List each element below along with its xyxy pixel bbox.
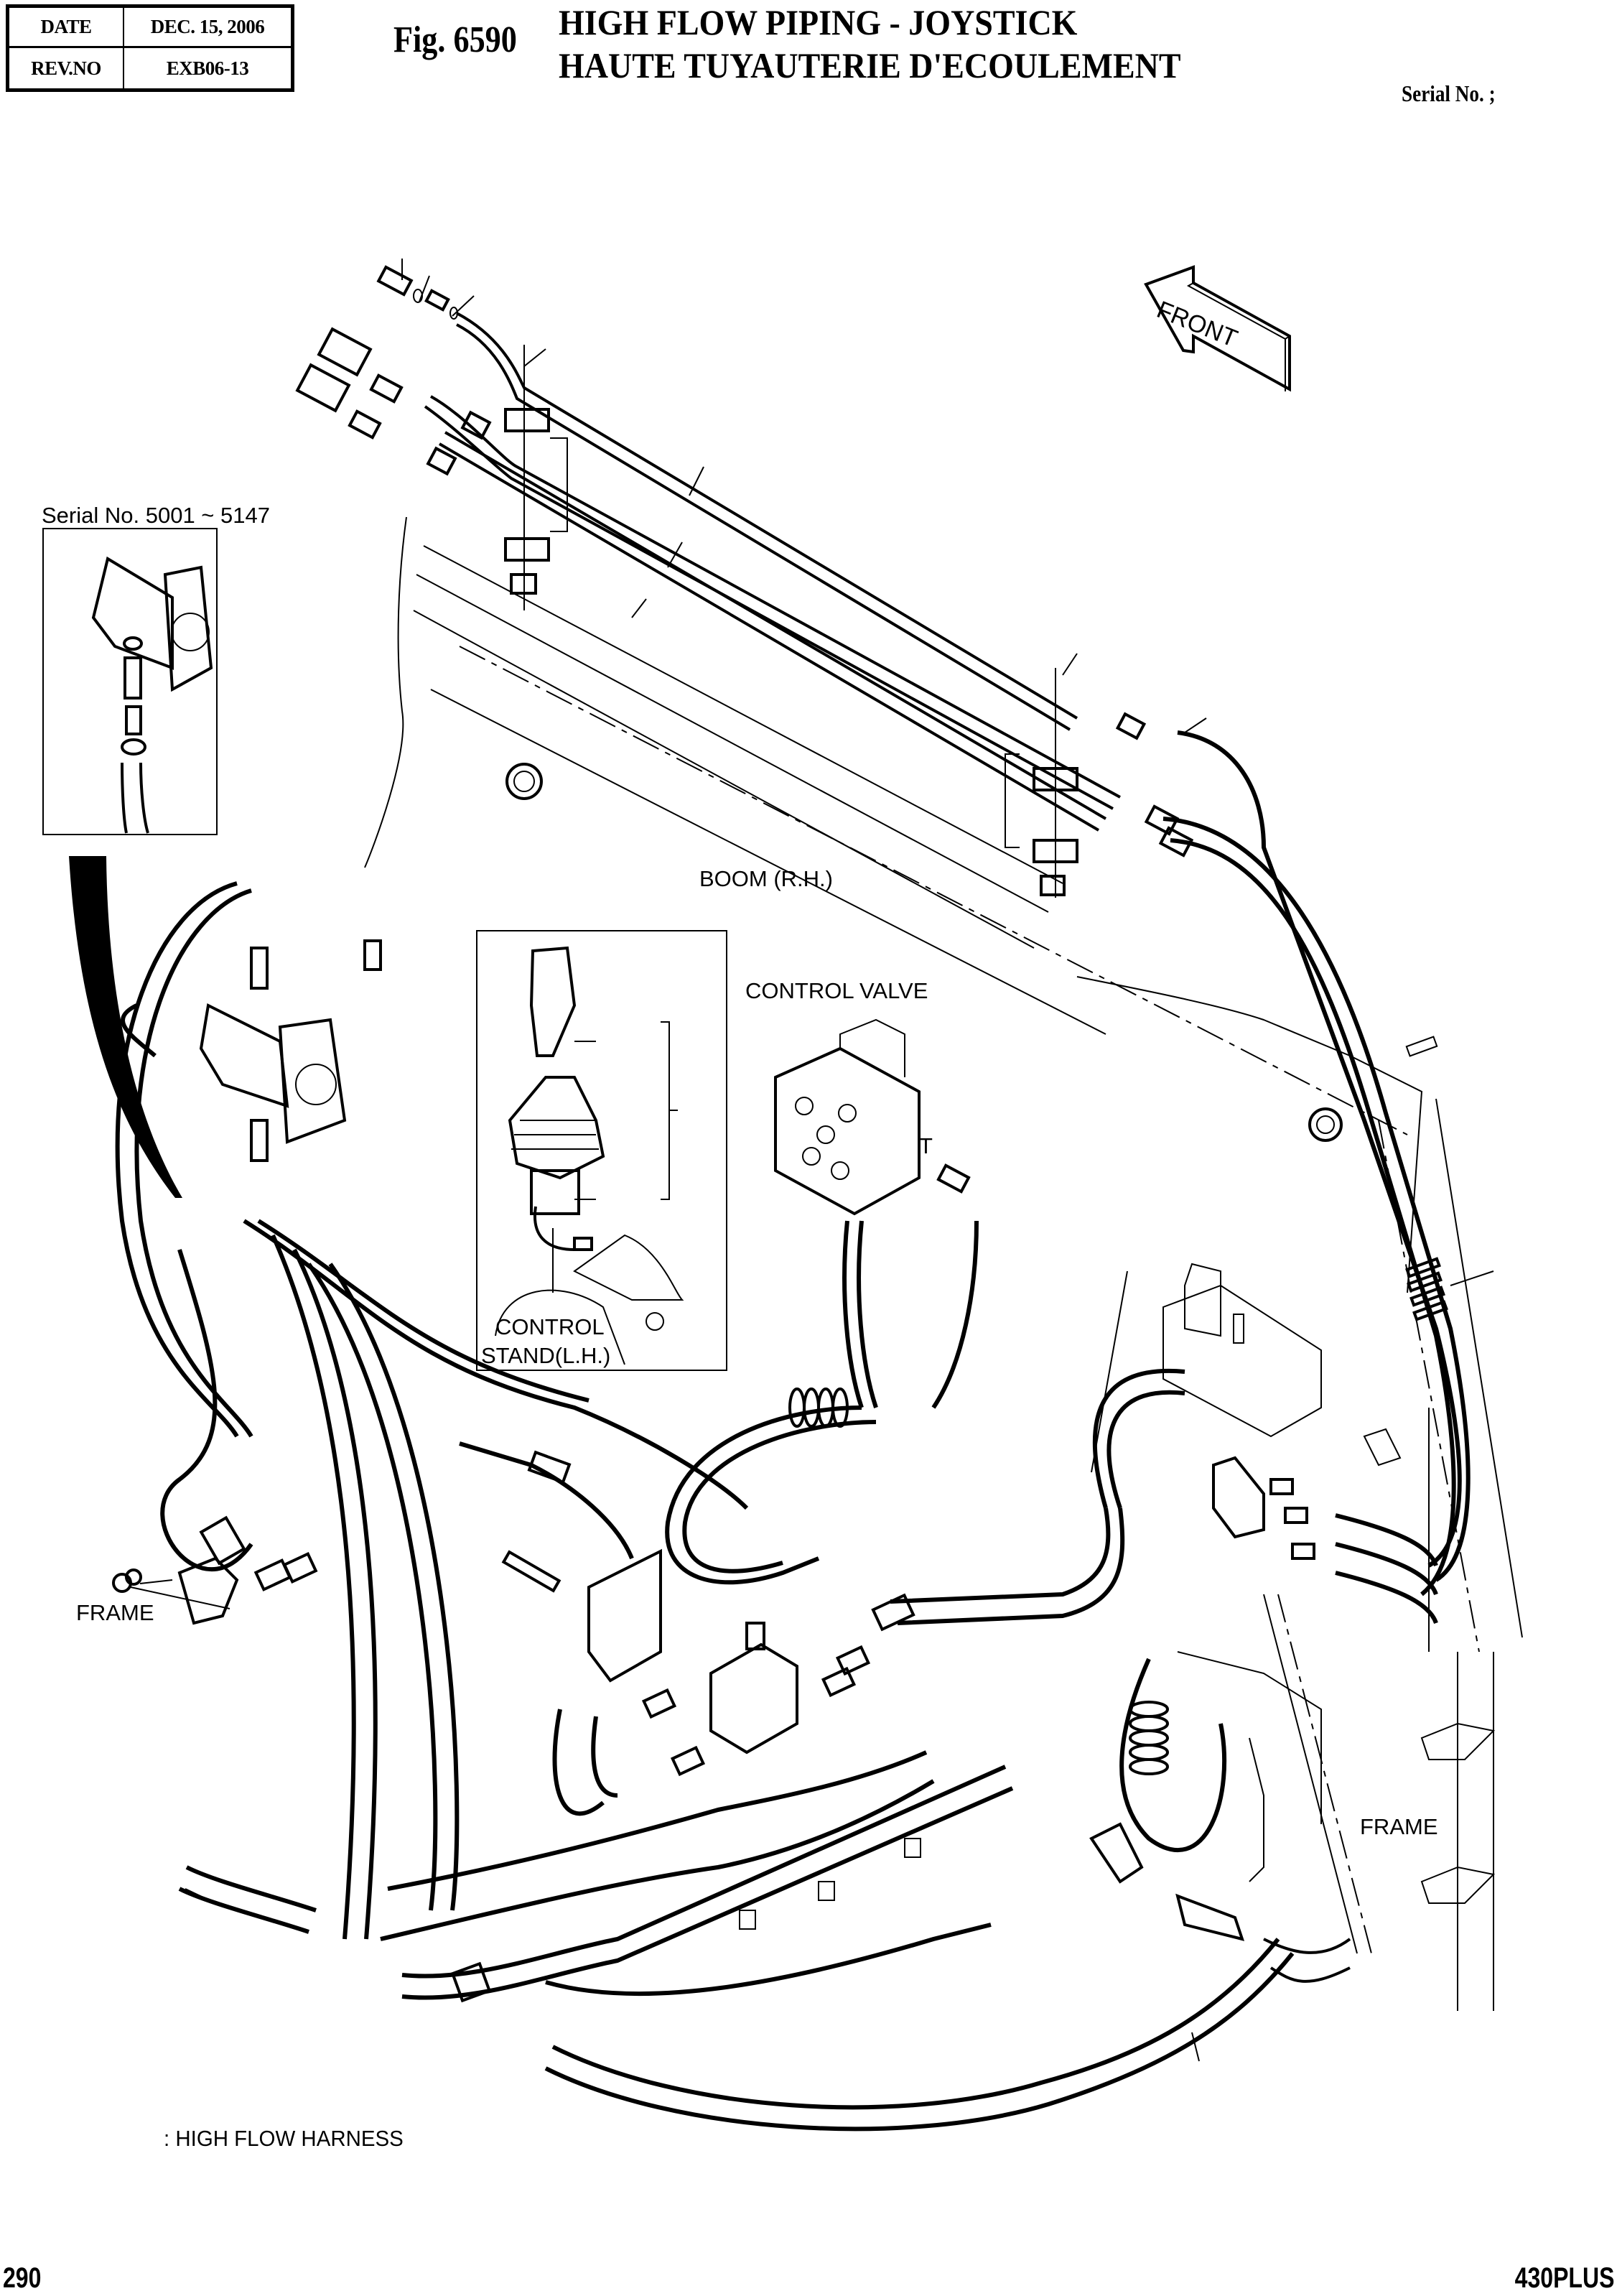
revision-info-table: DATE DEC. 15, 2006 REV.NO EXB06-13 [6,4,294,92]
boom-steel-lines [424,312,1471,1596]
front-arrow-icon [1144,265,1291,392]
joystick-icon [508,946,605,1251]
frame-label-right: FRAME [1360,1814,1438,1839]
spring-guard-right [1129,1701,1169,1775]
middle-hoses [459,1369,1227,1852]
boom-outline [364,516,1523,1653]
boom-label: BOOM (R.H.) [699,866,833,891]
control-stand-label-line1: CONTROL [495,1314,605,1339]
page-number: 290 [3,2262,42,2294]
port-t-label: T [919,1133,933,1158]
control-valve-label: CONTROL VALVE [745,978,928,1003]
return-hoses [178,1750,1351,2132]
inset-serial-label: Serial No. 5001 ~ 5147 [42,503,270,528]
frame-label-left: FRAME [76,1600,154,1625]
right-frame [1177,1594,1496,2011]
inset-earlier-serial [42,528,218,835]
control-stand-label-line2: STAND(L.H.) [481,1343,611,1368]
diverter-valve-block [501,1548,915,1816]
quick-coupler-fittings [295,265,1438,1057]
legend-high-flow-harness: : HIGH FLOW HARNESS [164,2126,404,2151]
main-pump-assembly [115,881,749,1940]
right-plate-fittings [1162,1263,1438,1625]
control-valve-icon [774,1018,979,1409]
spring-guard [788,1388,849,1428]
date-value: DEC. 15, 2006 [124,8,291,48]
page-title-english: HIGH FLOW PIPING - JOYSTICK [559,2,1078,42]
figure-number: Fig. 6590 [393,19,517,60]
rev-value: EXB06-13 [166,57,249,79]
hydraulic-pump-icon [91,556,213,692]
serial-number-label: Serial No. ; [1402,80,1496,106]
page-title-french: HAUTE TUYAUTERIE D'ECOULEMENT [559,45,1181,85]
left-frame-bracket [112,1515,318,1625]
rev-label: REV.NO [9,48,124,88]
harness-bar-icon [1405,1257,1448,1321]
callout-leader-lines [139,259,1494,2062]
model-name: 430PLUS [1514,2262,1614,2294]
harness-band [69,856,182,1198]
inset-control-stand [476,930,727,1371]
date-label: DATE [9,8,124,48]
